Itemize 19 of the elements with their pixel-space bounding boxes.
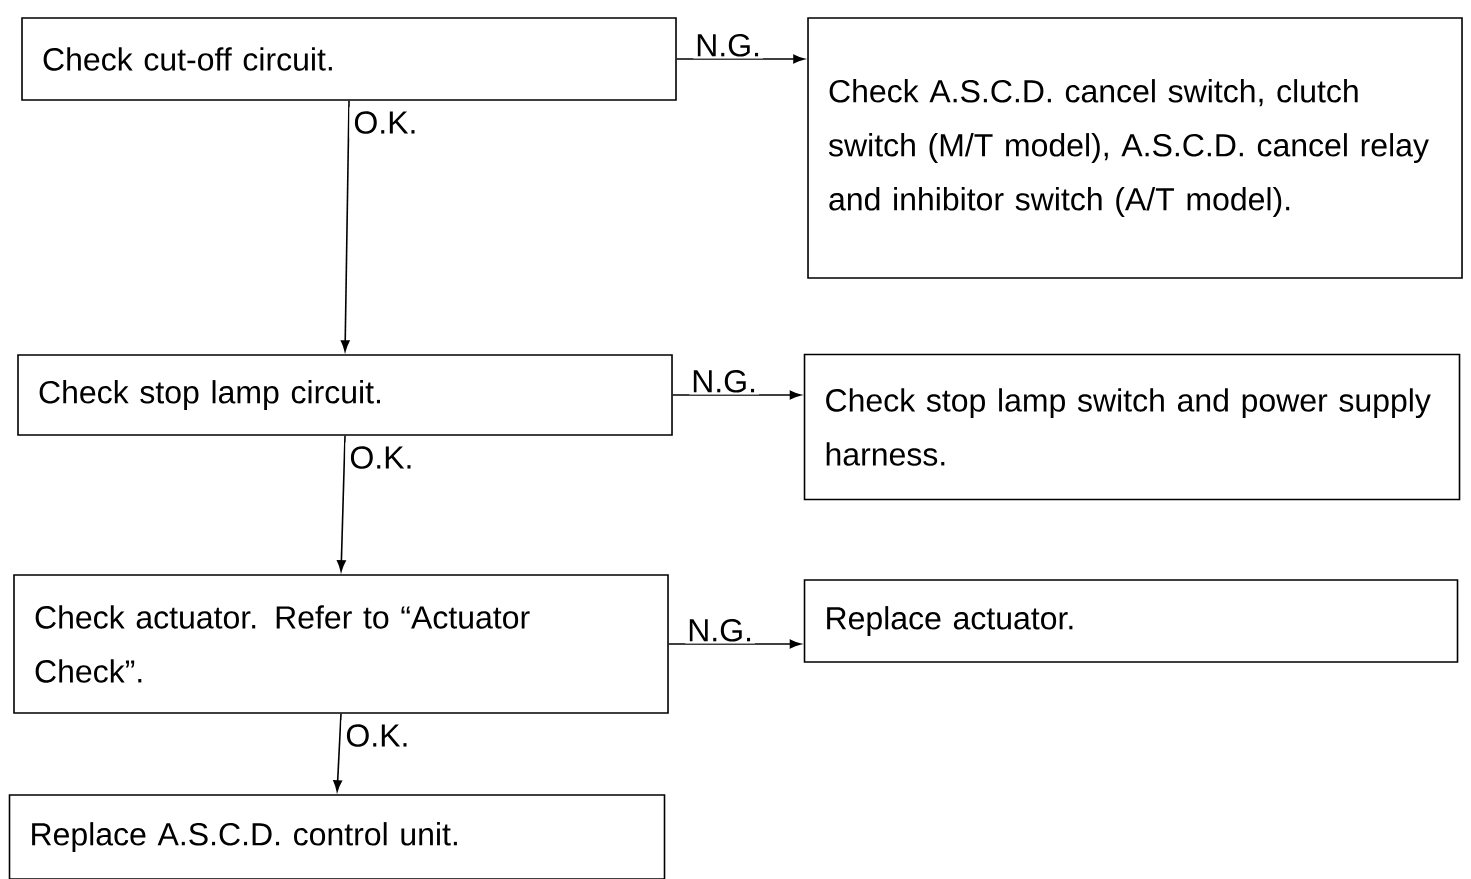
step-box: Check A.S.C.D. cancel switch, clutch switch (M/T model), A.S.C.D. cancel relay and inhibitor switch (A/T model). — [807, 17, 1463, 279]
arrow — [336, 435, 346, 572]
arrow — [333, 713, 343, 792]
step-box: Replace actuator. — [803, 579, 1459, 663]
edge-label: N.G. — [689, 367, 759, 395]
arrow — [676, 54, 805, 64]
step-box: Check cut-off circuit. — [21, 17, 677, 101]
arrow — [668, 639, 802, 649]
arrow — [340, 100, 350, 352]
edge-label: O.K. — [349, 107, 422, 138]
step-box: Check actuator. Refer to “Actuator Check”. — [13, 574, 669, 714]
step-box: Check stop lamp switch and power supply harness. — [803, 353, 1461, 501]
step-box: Check stop lamp circuit. — [17, 354, 673, 436]
edge-label: N.G. — [693, 31, 763, 59]
arrow — [672, 390, 802, 400]
edge-label: O.K. — [341, 720, 414, 751]
edge-label: O.K. — [345, 442, 418, 473]
step-box: Replace A.S.C.D. control unit. — [8, 794, 666, 879]
edge-label: N.G. — [685, 616, 755, 644]
